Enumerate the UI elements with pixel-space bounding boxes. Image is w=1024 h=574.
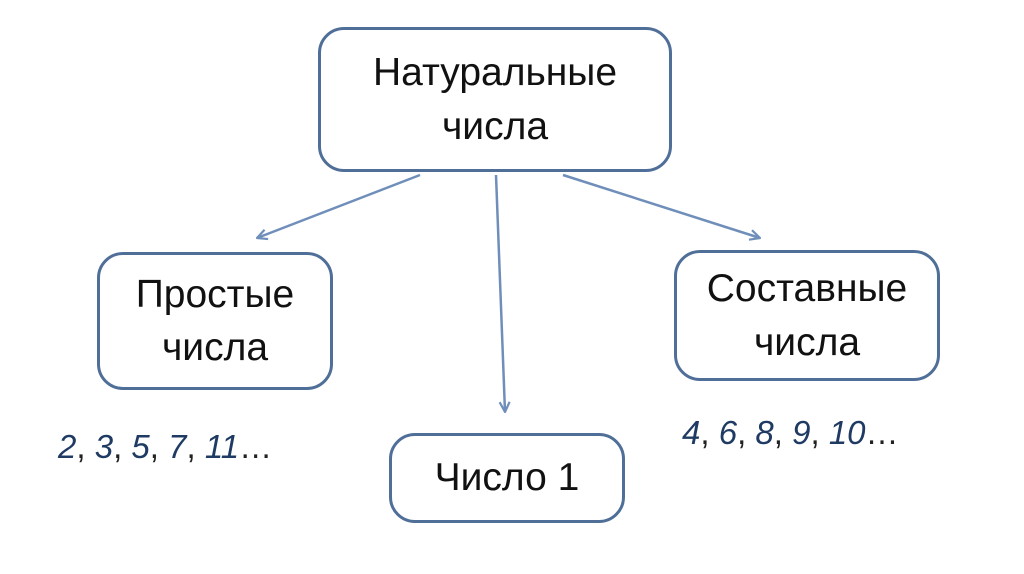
composite-example: 9 [792, 414, 811, 451]
number-one-label: Число 1 [434, 456, 580, 500]
prime-example: 3 [94, 428, 114, 465]
natural-numbers-label-line1: Натуральные [372, 51, 618, 95]
composite-example: 6 [718, 414, 738, 451]
composite-example: 4 [682, 414, 701, 451]
composite-examples: 4, 6, 8, 9, 10… [682, 414, 899, 451]
composite-example: 10 [828, 414, 866, 451]
prime-examples: 2, 3, 5, 7, 11… [58, 428, 273, 465]
composite-numbers-label-line2: числа [753, 320, 861, 364]
prime-example: 5 [131, 428, 150, 465]
arrow-to-prime [257, 173, 421, 238]
prime-example: 7 [168, 428, 187, 465]
arrow-to-one [494, 174, 505, 412]
prime-numbers-label-line1: Простые [135, 272, 295, 316]
natural-numbers-node: Натуральные числа [318, 27, 672, 172]
prime-numbers-label-line2: числа [161, 326, 269, 369]
natural-numbers-label-line2: числа [441, 104, 549, 148]
prime-numbers-node: Простые числа [97, 252, 333, 390]
prime-example: 11 [204, 428, 240, 465]
composite-numbers-label-line1: Составные [706, 267, 908, 311]
prime-example: 2 [58, 428, 77, 465]
composite-example: 8 [755, 414, 774, 451]
arrow-to-composite [562, 173, 760, 238]
number-one-node: Число 1 [389, 433, 625, 523]
composite-numbers-node: Составные числа [674, 250, 940, 381]
